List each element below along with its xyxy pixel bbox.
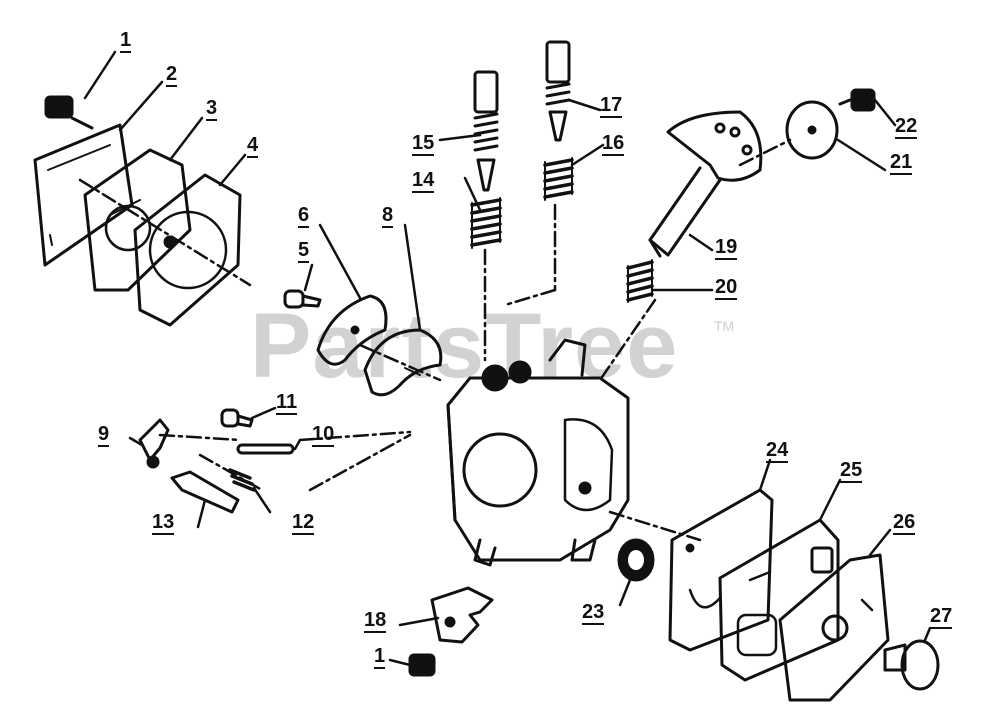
part-10-pin xyxy=(236,443,295,455)
callout-4: 4 xyxy=(247,134,259,158)
part-27-screw xyxy=(883,639,940,691)
callout-22: 22 xyxy=(895,115,918,139)
callout-10: 10 xyxy=(312,423,335,447)
callout-26: 26 xyxy=(893,511,916,535)
part-1-screw-bottom xyxy=(408,653,436,677)
part-9-lever xyxy=(138,418,170,469)
part-8-choke-plate xyxy=(363,328,443,397)
callout-16: 16 xyxy=(602,132,625,156)
callout-15: 15 xyxy=(412,132,435,156)
part-18-lever xyxy=(430,586,494,644)
part-25-diaphragm xyxy=(718,518,840,682)
callout-13: 13 xyxy=(152,511,175,535)
callout-11: 11 xyxy=(276,391,298,415)
part-23-plug xyxy=(617,538,655,582)
part-12-spring xyxy=(228,468,256,492)
callout-2: 2 xyxy=(166,63,178,87)
part-22-screw xyxy=(838,88,876,112)
callout-9: 9 xyxy=(98,423,110,447)
part-5-screw xyxy=(283,289,322,309)
callout-8: 8 xyxy=(382,204,394,228)
part-17-needle xyxy=(545,40,571,142)
part-13-clip xyxy=(170,470,240,514)
leader-lines xyxy=(83,50,932,667)
part-21-disc xyxy=(785,100,839,160)
part-20-spring xyxy=(626,259,654,303)
part-15-needle xyxy=(473,70,499,192)
callout-21: 21 xyxy=(890,151,913,175)
callout-1-top: 1 xyxy=(120,29,132,53)
part-4-diaphragm xyxy=(133,173,242,327)
callout-19: 19 xyxy=(715,236,738,260)
callout-3: 3 xyxy=(206,97,218,121)
callout-12: 12 xyxy=(292,511,315,535)
part-3-gasket xyxy=(83,148,192,292)
callout-6: 6 xyxy=(298,204,310,228)
part-6-throttle-plate xyxy=(316,294,388,366)
callout-27: 27 xyxy=(930,605,953,629)
part-26-pump-cover xyxy=(778,546,890,702)
part-1-screw-top xyxy=(44,95,94,130)
callout-23: 23 xyxy=(582,601,605,625)
callout-18: 18 xyxy=(364,609,387,633)
part-19-arm xyxy=(648,110,763,258)
callout-24: 24 xyxy=(766,439,789,463)
callout-1-bottom: 1 xyxy=(374,645,386,669)
part-16-spring xyxy=(543,157,574,201)
watermark: PartsTree xyxy=(250,295,679,397)
callout-5: 5 xyxy=(298,239,310,263)
callout-17: 17 xyxy=(600,94,623,118)
callout-20: 20 xyxy=(715,276,738,300)
watermark-trademark: TM xyxy=(714,318,735,334)
callout-25: 25 xyxy=(840,459,863,483)
carburetor-body xyxy=(446,338,630,567)
part-14-spring xyxy=(470,197,502,249)
callout-14: 14 xyxy=(412,169,435,193)
part-11-screw xyxy=(220,408,254,428)
